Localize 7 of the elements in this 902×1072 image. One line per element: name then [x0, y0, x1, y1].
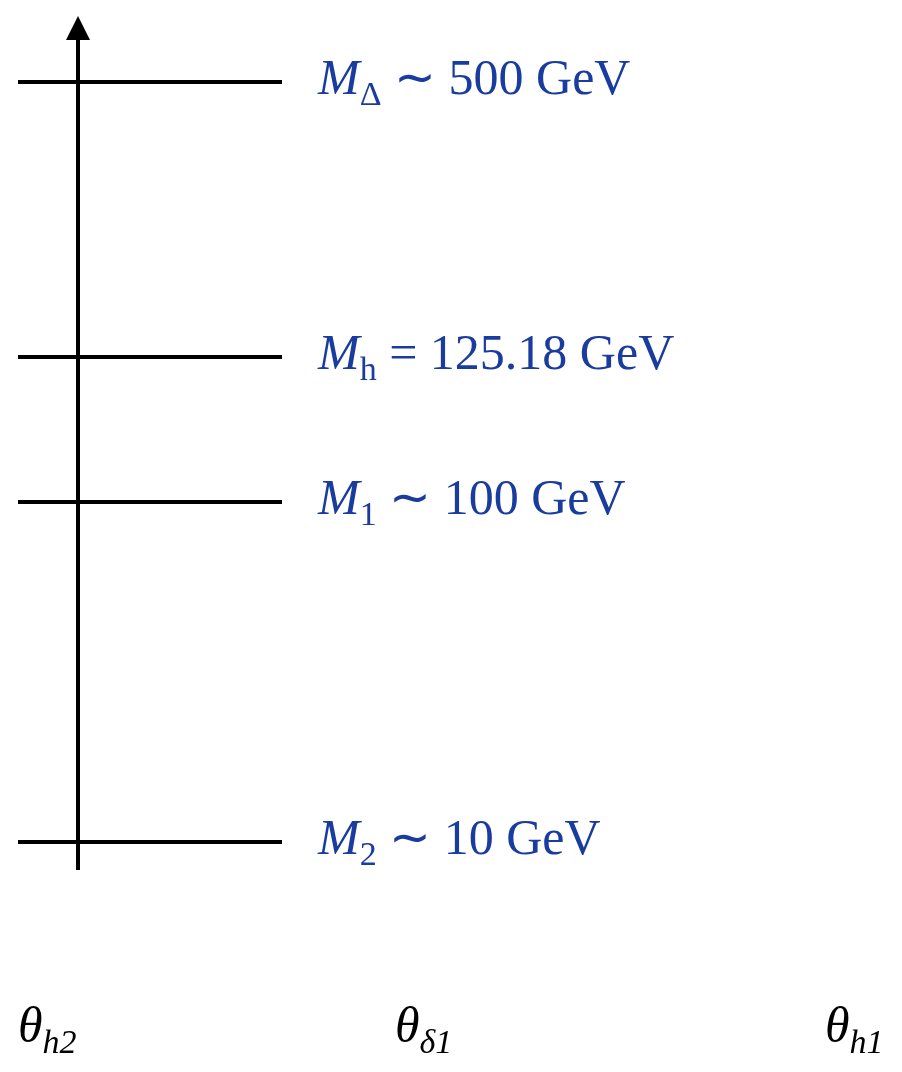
angle-label: θ$_{h1}$: [825, 1000, 884, 1059]
mass-label: M$_{h}$ = 125.18 GeV: [318, 327, 675, 386]
angle-label: θ$_{δ1}$: [395, 1000, 453, 1059]
mass-label: M$_{Δ}$ ∼ 500 GeV: [318, 52, 631, 111]
mass-label: M$_{2}$ ∼ 10 GeV: [318, 812, 601, 871]
mass-label: M$_{1}$ ∼ 100 GeV: [318, 472, 626, 531]
angle-label: θ$_{h2}$: [18, 1000, 77, 1059]
